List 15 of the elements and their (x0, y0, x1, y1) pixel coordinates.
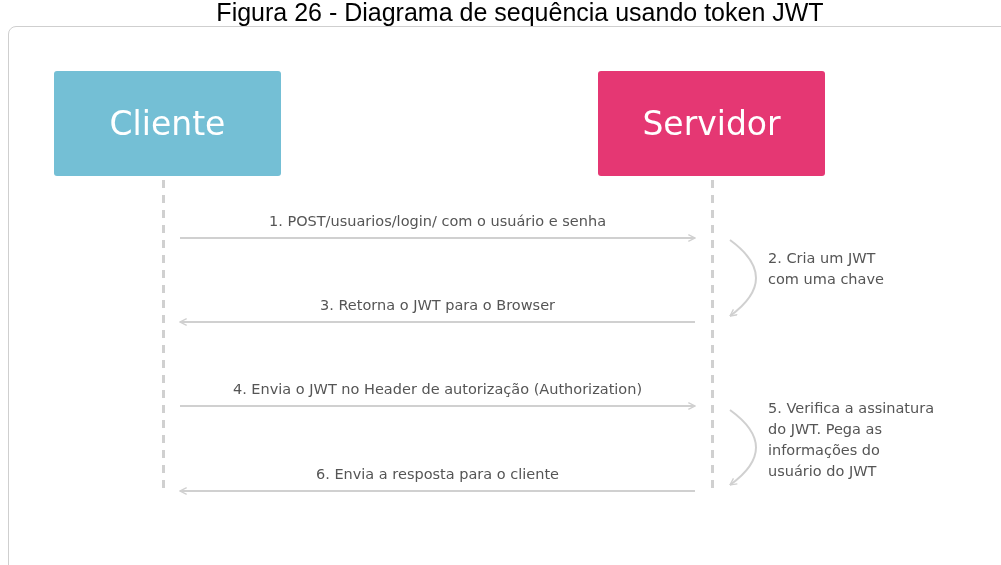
edge-label: 1. POST/usuarios/login/ com o usuário e senha (268, 212, 607, 231)
title: Figura 26 - Diagrama de sequência usando token JWT (215, 0, 825, 24)
arrow (179, 487, 696, 495)
arrow (179, 318, 696, 326)
edge-label: 3. Retorna o JWT para o Browser (319, 296, 556, 315)
arrow (729, 409, 757, 486)
edge-label: 2. Cria um JWT com uma chave (768, 249, 885, 289)
edge-label: 4. Envia o JWT no Header de autorização (Authorization) (232, 380, 643, 399)
participant-box: Cliente (54, 71, 281, 176)
arrow (729, 239, 757, 317)
arrow (179, 402, 696, 410)
arrow (179, 234, 696, 242)
participant-box: Servidor (598, 71, 825, 176)
edge-label: 5. Verifica a assinatura do JWT. Pega as informações do usuário do JWT (768, 399, 936, 481)
edge-label: 6. Envia a resposta para o cliente (315, 465, 560, 484)
